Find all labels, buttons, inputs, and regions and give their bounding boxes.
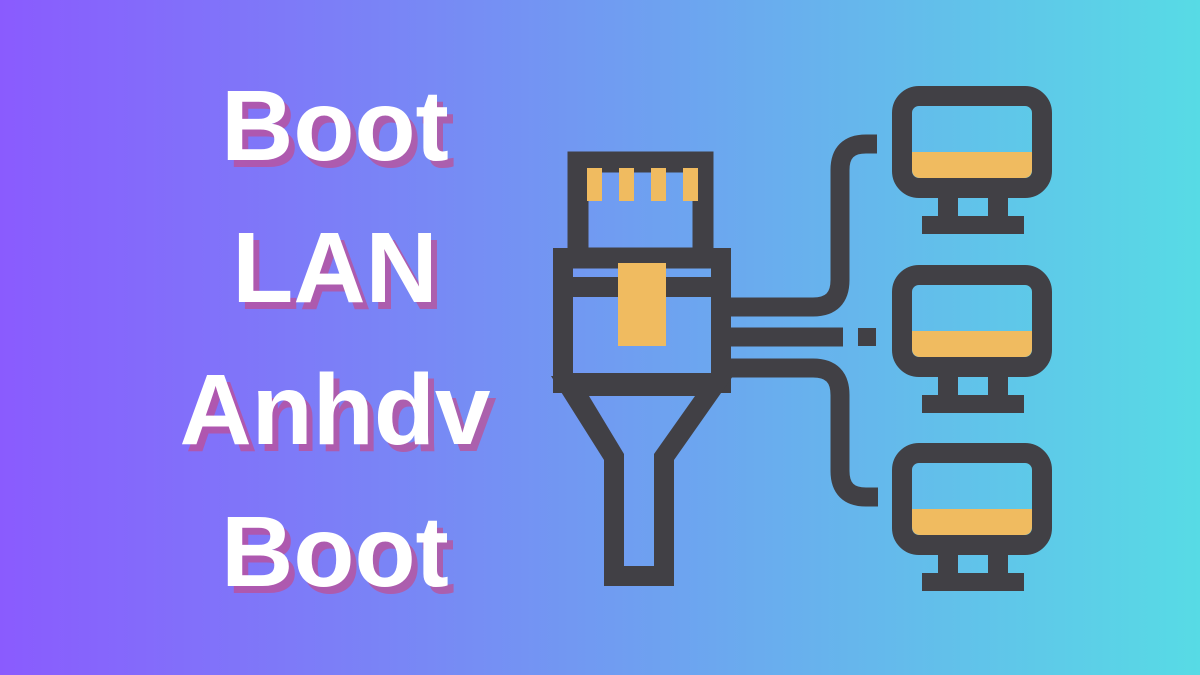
title-line-1: Boot [221, 70, 449, 182]
monitor-stand-leg [938, 198, 958, 218]
monitor-middle [902, 275, 1042, 413]
monitor-screen-band [912, 152, 1032, 178]
connector-pin [619, 168, 634, 201]
connector-pin [587, 168, 602, 201]
title-line-2: LAN [232, 212, 438, 324]
monitor-stand-base [922, 216, 1024, 234]
connector-cable-boot [551, 376, 733, 586]
network-wires [716, 134, 878, 507]
wire-top [716, 134, 877, 317]
monitor-top [892, 86, 1052, 234]
monitor-bottom [902, 453, 1042, 591]
connector-clip-tab [618, 263, 666, 346]
monitor-stand-leg [988, 198, 1008, 218]
monitor-frame [892, 86, 1052, 198]
title-line-3: Anhdv [179, 354, 491, 466]
connector-pin [651, 168, 666, 201]
connector-pins [587, 168, 698, 201]
wire-bottom [716, 358, 878, 507]
connector-pin [683, 168, 698, 201]
title-line-4: Boot [221, 496, 449, 608]
ethernet-connector-icon [551, 151, 733, 586]
wire-middle-dot [858, 328, 876, 346]
banner-title: Boot LAN Anhdv Boot [140, 55, 530, 623]
